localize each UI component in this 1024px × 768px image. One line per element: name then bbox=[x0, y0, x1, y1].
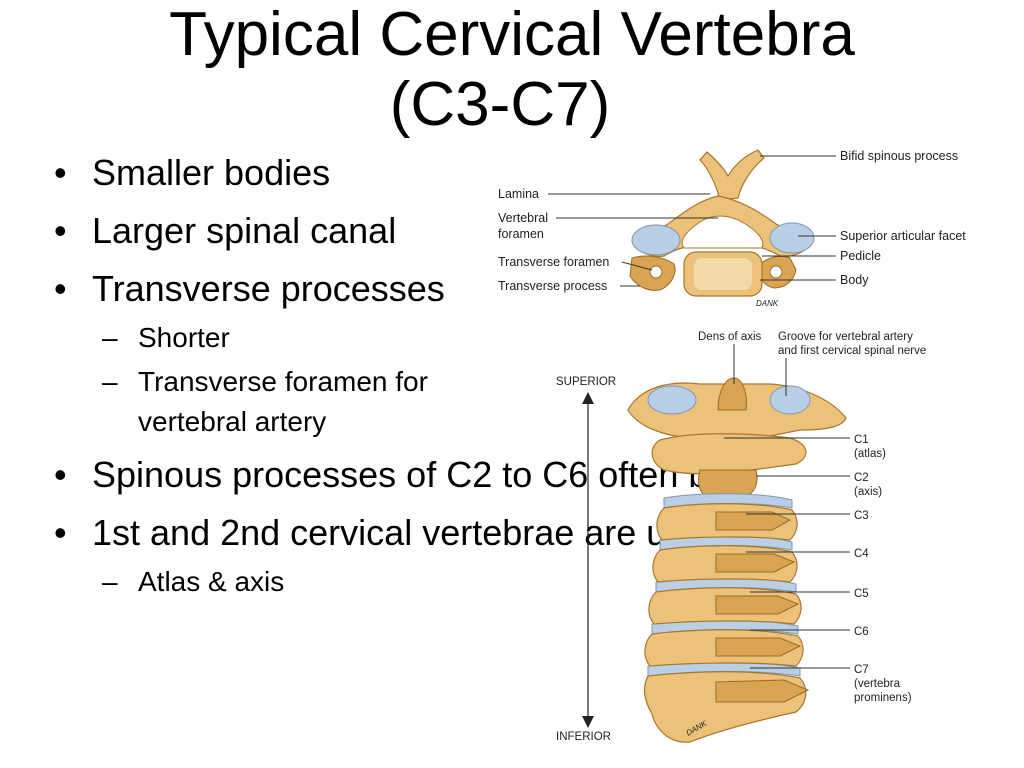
sub-bullet-item: –Atlas & axis bbox=[52, 562, 488, 602]
label-bifid-spinous-process: Bifid spinous process bbox=[840, 149, 958, 163]
sub-bullet-text: Atlas & axis bbox=[138, 566, 285, 597]
title-line-1: Typical Cervical Vertebra bbox=[169, 0, 855, 69]
bullet-list: Smaller bodies Larger spinal canal Trans… bbox=[52, 150, 754, 720]
label-c3: C3 bbox=[854, 510, 869, 522]
label-c6: C6 bbox=[854, 626, 869, 638]
label-pedicle: Pedicle bbox=[840, 249, 881, 263]
bullet-item: Smaller bodies bbox=[52, 150, 488, 196]
label-c7-sub-1: (vertebra bbox=[854, 678, 901, 690]
vertebra-superior-view bbox=[629, 149, 815, 297]
label-superior: SUPERIOR bbox=[556, 376, 616, 388]
cervical-column bbox=[627, 377, 847, 743]
label-groove-1: Groove for vertebral artery bbox=[778, 331, 913, 343]
label-c2-sub: (axis) bbox=[854, 486, 882, 498]
label-body: Body bbox=[840, 273, 869, 287]
dash-marker: – bbox=[102, 366, 118, 397]
dash-marker: – bbox=[102, 322, 118, 353]
label-groove-2: and first cervical spinal nerve bbox=[778, 345, 926, 357]
label-superior-articular-facet: Superior articular facet bbox=[840, 229, 966, 243]
label-c1-sub: (atlas) bbox=[854, 448, 886, 460]
label-c7: C7 bbox=[854, 664, 869, 676]
label-inferior: INFERIOR bbox=[556, 731, 611, 743]
label-vertebral-foramen-1: Vertebral bbox=[498, 211, 548, 225]
label-lamina: Lamina bbox=[498, 187, 539, 201]
sub-bullet-item: –Transverse foramen for vertebral artery bbox=[52, 362, 488, 442]
bullet-item: Spinous processes of C2 to C6 often bifi… bbox=[52, 452, 754, 498]
label-dens-of-axis: Dens of axis bbox=[698, 331, 762, 343]
title-line-2: (C3-C7) bbox=[389, 70, 611, 139]
label-c1: C1 bbox=[854, 434, 869, 446]
label-c5: C5 bbox=[854, 588, 869, 600]
sub-bullet-item: –Shorter bbox=[52, 318, 488, 358]
slide-title: Typical Cervical Vertebra (C3-C7) bbox=[0, 0, 1024, 139]
label-transverse-foramen: Transverse foramen bbox=[498, 255, 609, 269]
sub-bullet-text: Transverse foramen for vertebral artery bbox=[138, 366, 428, 437]
label-vertebral-foramen-2: foramen bbox=[498, 227, 544, 241]
label-c2: C2 bbox=[854, 472, 869, 484]
label-c4: C4 bbox=[854, 548, 869, 560]
sub-bullet-text: Shorter bbox=[138, 322, 230, 353]
label-transverse-process: Transverse process bbox=[498, 279, 607, 293]
bullet-item: Larger spinal canal bbox=[52, 208, 488, 254]
label-c7-sub-2: prominens) bbox=[854, 692, 912, 704]
dash-marker: – bbox=[102, 566, 118, 597]
orientation-arrow bbox=[582, 392, 594, 728]
bullet-item: Transverse processes bbox=[52, 266, 488, 312]
artist-signature-top: DANK bbox=[756, 299, 779, 308]
bullet-item: 1st and 2nd cervical vertebrae are uniqu… bbox=[52, 510, 754, 556]
